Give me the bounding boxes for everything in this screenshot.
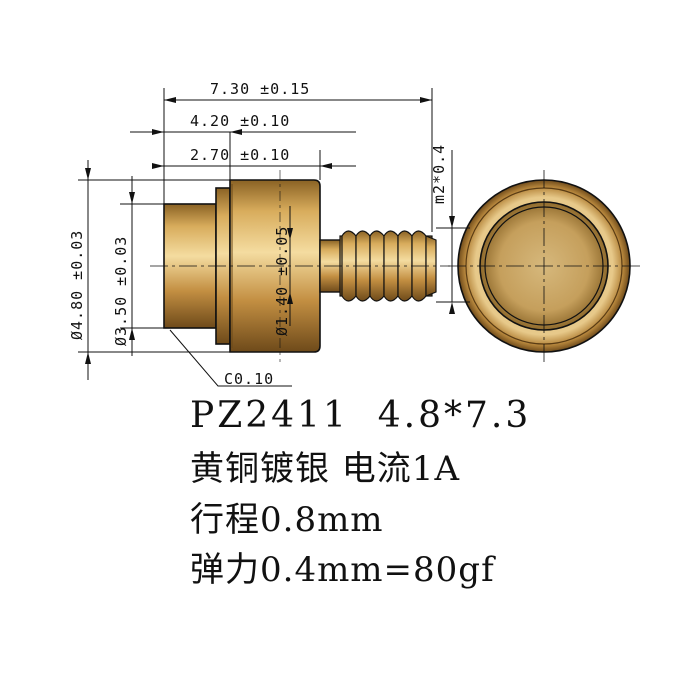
spec-material-line: 黄铜镀银 电流1A	[190, 449, 460, 489]
spec-force-line: 弹力0.4mm=80gf	[190, 550, 495, 590]
dim-head-diameter: Ø3.50 ±0.03	[112, 236, 130, 346]
spec-stroke-line: 行程0.8mm	[190, 500, 384, 540]
pin-side-view	[150, 170, 450, 362]
dim-outer-diameter: Ø4.80 ±0.03	[68, 230, 86, 340]
dim-overall-length: 7.30 ±0.15	[210, 80, 310, 98]
dim-chamfer: C0.10	[224, 370, 274, 388]
pin-end-view	[448, 170, 640, 362]
dim-length-short: 2.70 ±0.10	[190, 146, 290, 164]
dim-length-mid: 4.20 ±0.10	[190, 112, 290, 130]
dim-pin-diameter: Ø1.40 ±0.05	[273, 226, 291, 336]
dim-thread: m2*0.4	[430, 144, 448, 204]
dimension-arrows	[85, 97, 455, 364]
spec-model-line: PZ2411 4.8*7.3	[190, 395, 532, 436]
